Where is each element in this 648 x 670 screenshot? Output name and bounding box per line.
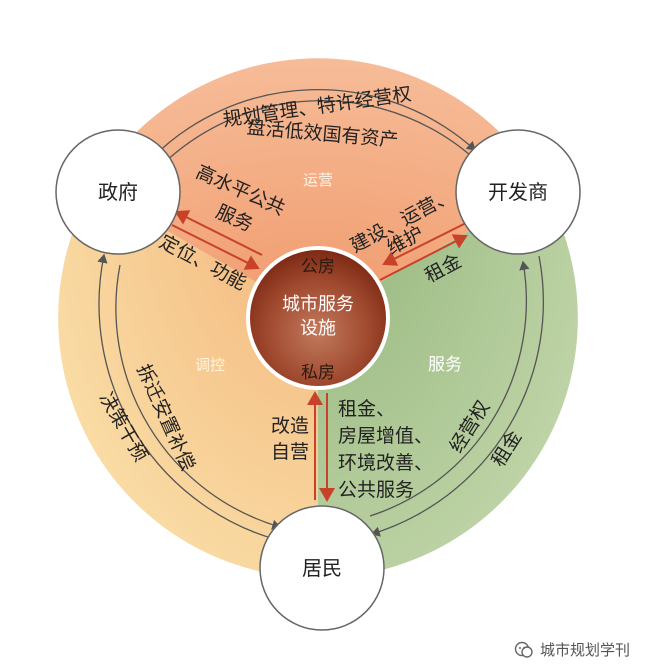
developer-circle — [455, 129, 581, 255]
service-sector-label: 服务 — [428, 355, 462, 375]
right-outer-arc — [370, 255, 544, 537]
top-inner-arc — [154, 100, 481, 173]
res-center-b1: 租金、 — [338, 398, 395, 420]
wechat-icon — [514, 641, 533, 658]
res-center-b4: 公共服务 — [338, 479, 414, 501]
right-inner-arc — [369, 260, 530, 517]
developer-label: 开发商 — [488, 180, 548, 204]
service-sector — [318, 188, 578, 578]
center-to-dev-arrow — [379, 234, 468, 281]
residents-circle — [259, 505, 385, 631]
operation-sector — [93, 58, 543, 318]
regulation-sector — [58, 188, 319, 578]
center-label-1: 城市服务 — [282, 294, 354, 315]
res-center-a2: 自营 — [271, 441, 309, 463]
watermark-text: 城市规划学刊 — [539, 641, 630, 659]
watermark: 城市规划学刊 — [514, 639, 630, 660]
center-label-2: 设施 — [300, 318, 336, 339]
gov-to-center-arrow — [171, 224, 260, 270]
res-center-b3: 环境改善、 — [338, 452, 433, 474]
government-circle — [55, 129, 181, 255]
res-center-b2: 房屋增值、 — [338, 425, 433, 447]
operation-sector-label: 运营 — [303, 171, 333, 189]
dev-to-center-arrow — [382, 221, 469, 266]
top-outer-arc — [149, 88, 476, 161]
private-housing-label: 私房 — [301, 363, 335, 383]
residents-label: 居民 — [302, 556, 342, 580]
left-inner-arc — [115, 264, 282, 530]
center-circle — [246, 246, 390, 390]
left-outer-arc — [97, 253, 286, 543]
res-center-a1: 改造 — [271, 415, 309, 437]
government-label: 政府 — [98, 180, 138, 204]
regulation-sector-label: 调控 — [195, 356, 225, 374]
public-housing-label: 公房 — [301, 257, 335, 277]
center-to-gov-arrow — [174, 210, 263, 256]
